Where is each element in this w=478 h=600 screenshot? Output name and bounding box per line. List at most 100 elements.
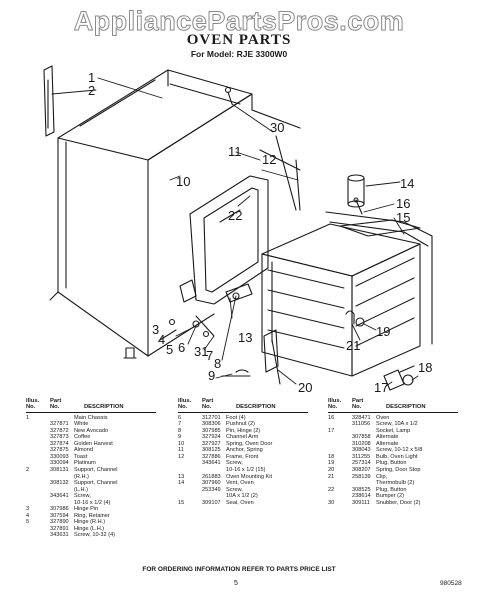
callout-labels: 1 2 3 4 5 6 7 8 9 10 11 12 13 14 15 16 1… [88, 70, 432, 395]
part-number: 343641 [50, 493, 69, 500]
illus-number: 10 [178, 440, 185, 447]
callout-5: 5 [166, 342, 173, 357]
part-number: 310208 [352, 440, 371, 447]
part-number: 330093 [50, 453, 69, 460]
part-description: Screw, 10A x 1/2 [376, 421, 418, 428]
table-header-line2: No. No. DESCRIPTION [26, 404, 124, 411]
part-number: 307985 [202, 427, 221, 434]
part-description: 10A x 1/2 (2) [226, 493, 258, 500]
snubber [224, 86, 233, 105]
document-code: 980528 [440, 580, 462, 587]
callout-15: 15 [396, 210, 410, 225]
illus-number: 9 [178, 434, 182, 441]
illus-number: 15 [178, 499, 185, 506]
table-rule [328, 411, 458, 413]
table-row: 10-16 x 1/2 (4) [26, 500, 156, 507]
part-description: Vent, Oven [226, 480, 254, 487]
callout-6: 6 [178, 340, 185, 355]
part-description: New Avocado [74, 427, 109, 434]
table-header-line2: No. No. DESCRIPTION [328, 404, 426, 411]
part-number: 327873 [50, 434, 69, 441]
part-description: 10-16 x 1/2 (4) [74, 499, 111, 506]
table-row: 327873 Coffee [26, 434, 156, 441]
part-description: Bumper (2) [376, 493, 404, 500]
page-number: 5 [234, 580, 238, 587]
part-number: 308306 [202, 421, 221, 428]
illus-number: 20 [328, 466, 335, 473]
table-row: 327871 White [26, 421, 156, 428]
part-number: 328471 [352, 414, 371, 421]
part-number: 327890 [50, 519, 69, 526]
part-description: Pin, Hinge (2) [226, 427, 261, 434]
illus-number: 2 [26, 466, 30, 473]
table-row: Thermobulb (2) [328, 480, 458, 487]
button-plug [355, 317, 365, 327]
part-description: Clip, [376, 473, 388, 480]
table-header-line1: Illus. Part [178, 398, 214, 404]
illus-number: 8 [178, 427, 182, 434]
part-number: 308525 [352, 486, 371, 493]
part-description: Channel Arm [226, 434, 259, 441]
part-number: 257314 [352, 460, 371, 467]
part-number: 327871 [50, 421, 69, 428]
part-number: 327886 [202, 453, 221, 460]
part-description: Ring, Retainer [74, 512, 110, 519]
callout-22: 22 [228, 208, 242, 223]
part-description: Support, Channel [74, 480, 118, 487]
part-description: Alternate [376, 440, 399, 447]
part-number: 327875 [50, 447, 69, 454]
illus-number: 21 [328, 473, 335, 480]
part-description: Bulb, Oven Light [376, 453, 418, 460]
illus-number: 22 [328, 486, 335, 493]
leader-lines [51, 77, 419, 387]
part-description: Screw, 10-32 (4) [74, 532, 116, 539]
callout-19: 19 [376, 324, 390, 339]
part-description: Toast [74, 453, 88, 460]
part-description: Plug, Button [376, 486, 407, 493]
part-number: 307986 [50, 506, 69, 513]
main-chassis [49, 69, 301, 357]
table-row: (L.H.) [26, 487, 156, 494]
table-row: 327872 New Avocado [26, 428, 156, 435]
part-number: 308125 [202, 447, 221, 454]
part-description: Coffee [74, 434, 91, 441]
part-description: Alternate [376, 434, 399, 441]
page-title: OVEN PARTS [186, 32, 292, 48]
illus-number: 12 [178, 453, 185, 460]
illus-number: 13 [178, 473, 185, 480]
part-number: 327872 [50, 427, 69, 434]
part-description: Foot (4) [226, 414, 246, 421]
part-number: 327874 [50, 440, 69, 447]
oven-seal [325, 211, 433, 345]
part-description: Spring, Door Stop [376, 466, 421, 473]
illus-number: 19 [328, 460, 335, 467]
part-number: 327927 [202, 440, 221, 447]
table-row: 22 308525 Plug, Button [328, 487, 458, 494]
part-description: Pushnut (2) [226, 421, 255, 428]
foot [123, 347, 137, 359]
part-description: Platinum [74, 460, 96, 467]
table-rule [178, 411, 308, 413]
thermobulb-clip [345, 310, 355, 325]
callout-10: 10 [176, 174, 190, 189]
illus-number: 4 [26, 512, 30, 519]
part-description: White [74, 421, 89, 428]
callout-31: 31 [194, 344, 208, 359]
part-number: 327924 [202, 434, 221, 441]
